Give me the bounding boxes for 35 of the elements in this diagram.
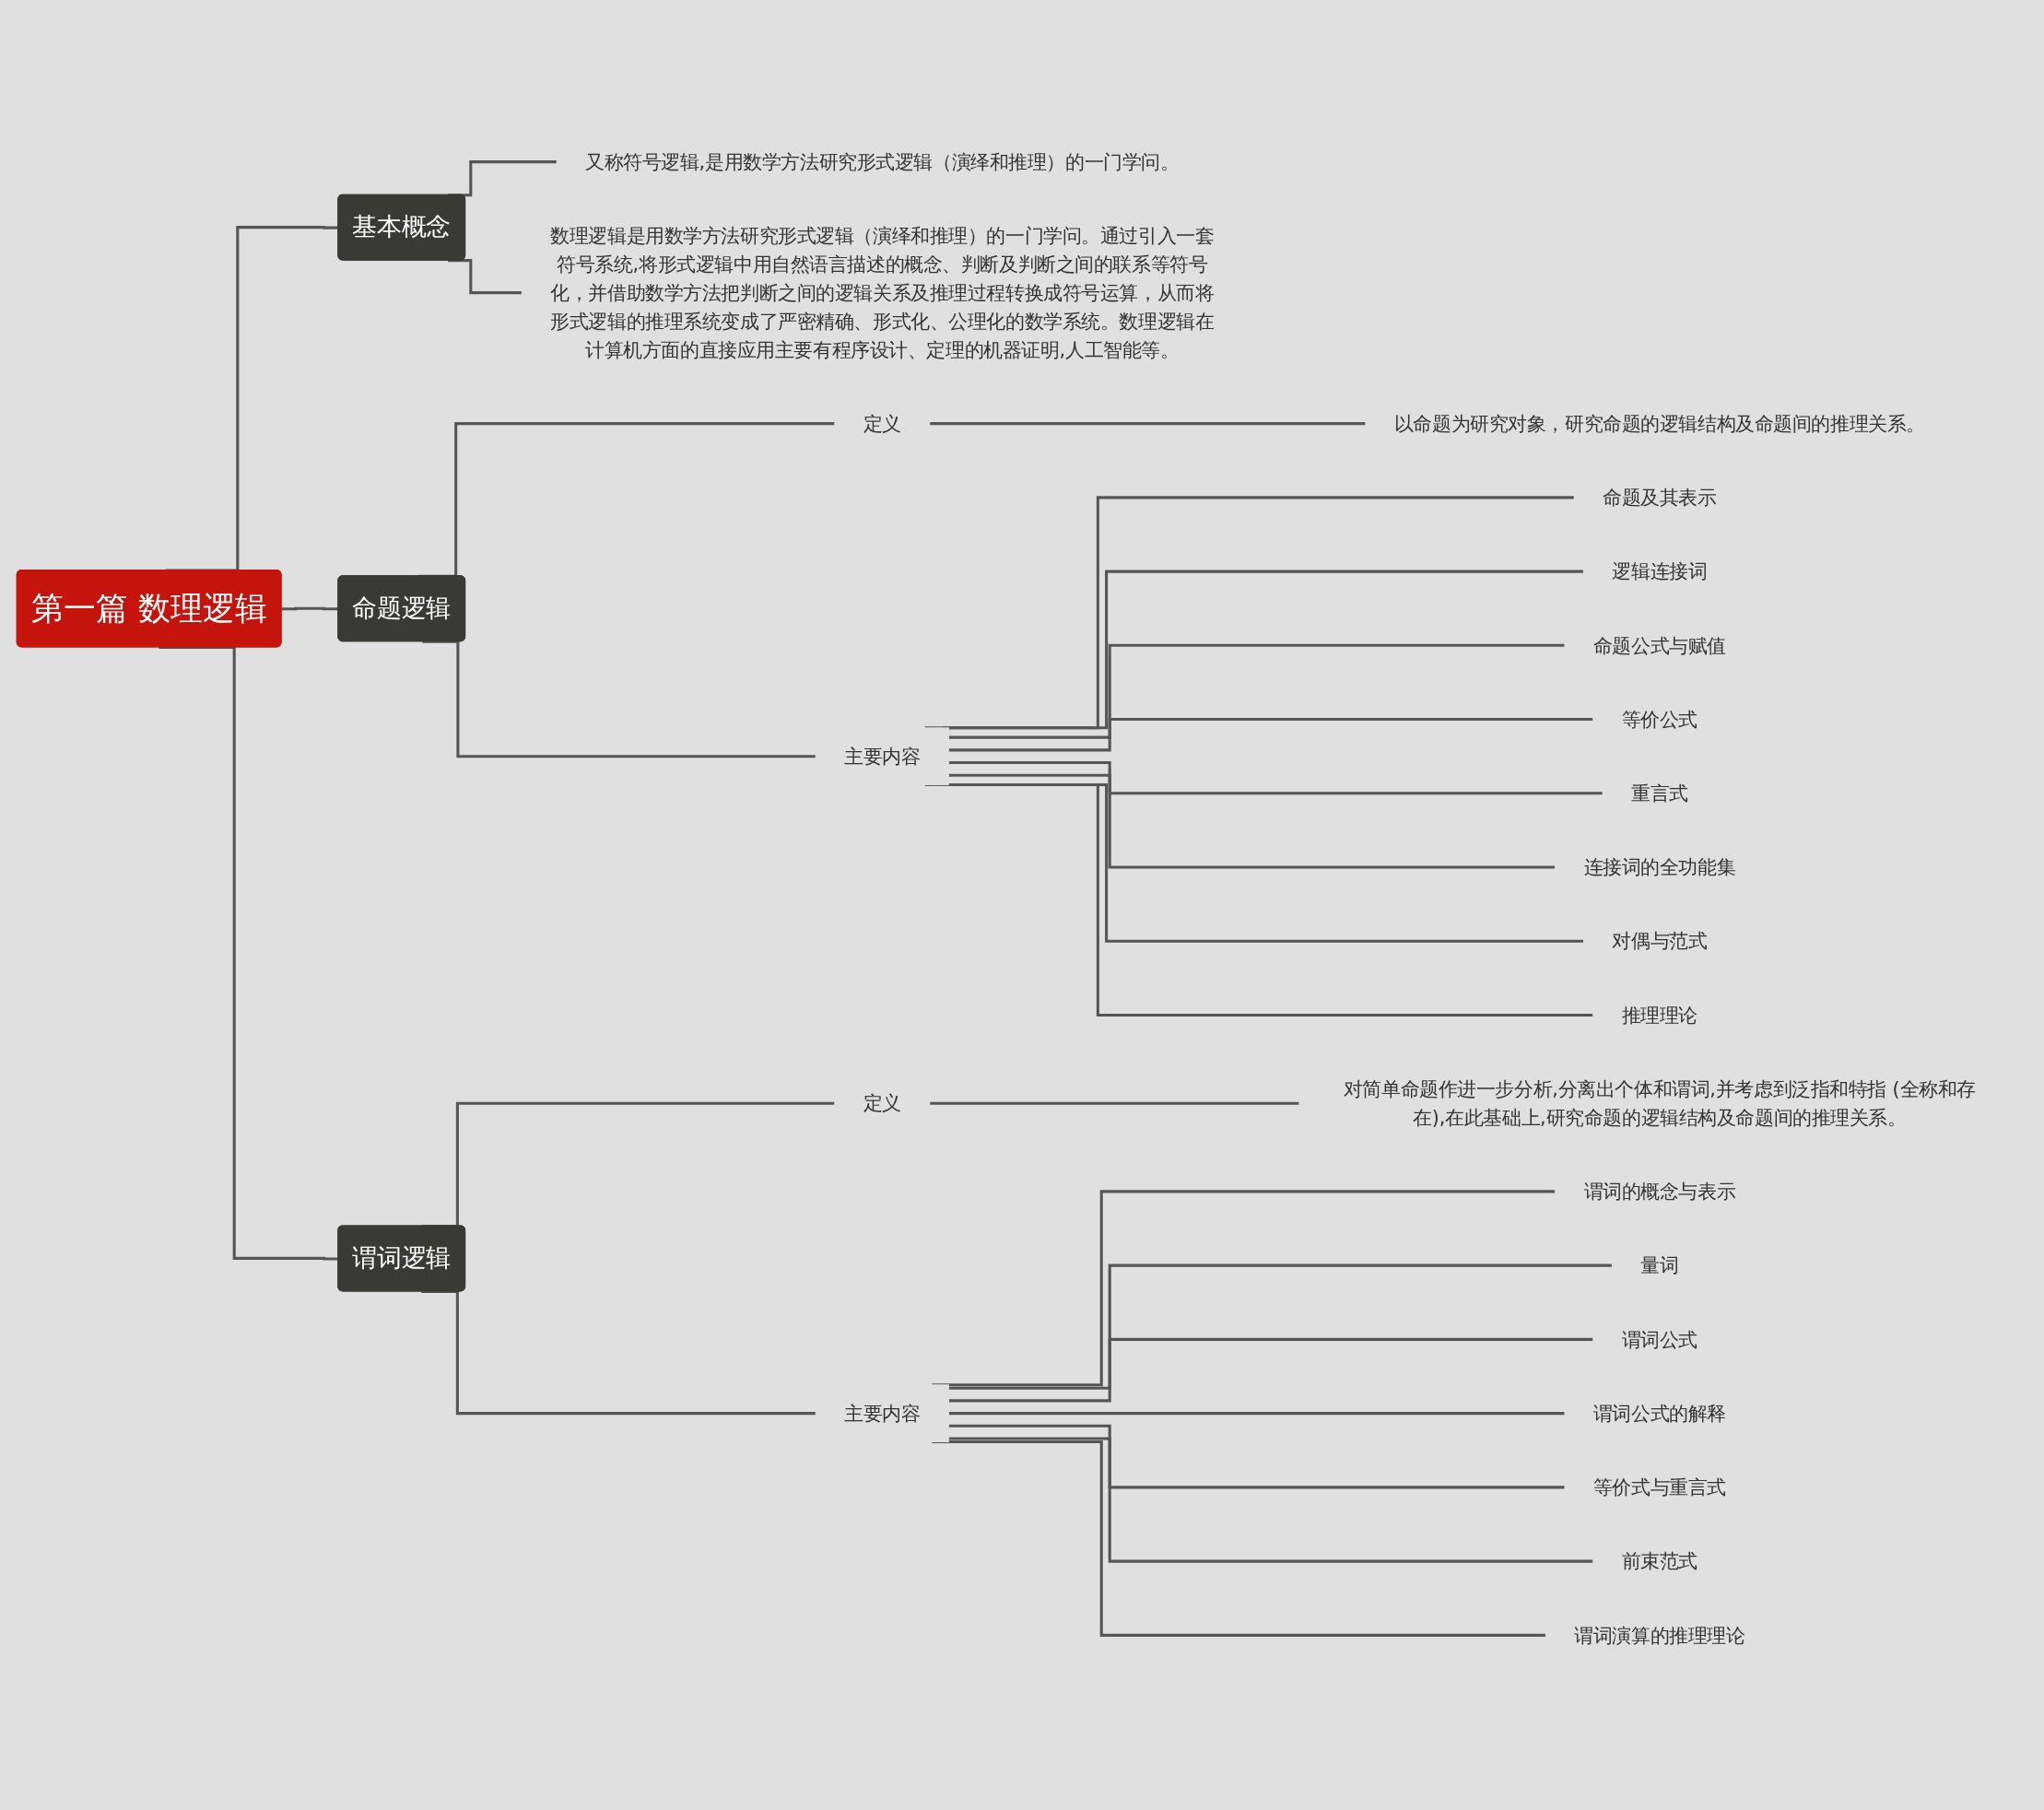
node-text: 命题公式与赋值 [1592, 633, 1726, 657]
connector [422, 640, 816, 758]
connector [948, 1263, 1613, 1390]
node-text: 等价式与重言式 [1592, 1475, 1726, 1499]
node-text: 前束范式 [1621, 1549, 1697, 1573]
connector [948, 773, 1556, 869]
connector [948, 761, 1603, 795]
connector [948, 643, 1565, 739]
connector [929, 1101, 1299, 1105]
node-text: 以命题为研究对象，研究命题的逻辑结构及命题间的推理关系。 [1393, 412, 1925, 435]
connector [948, 1437, 1593, 1563]
node-text: 谓词公式的解释 [1592, 1402, 1726, 1425]
connector [421, 1289, 816, 1416]
connector [948, 1337, 1593, 1403]
node-text: 推理理论 [1621, 1004, 1697, 1027]
connector [948, 1424, 1565, 1489]
node-text: 又称符号逻辑,是用数学方法研究形式逻辑（演绎和推理）的一门学问。 [585, 150, 1180, 174]
node-text: 谓词的概念与表示 [1583, 1180, 1736, 1204]
node-text: 定义 [863, 1091, 901, 1115]
node-text: 逻辑连接词 [1612, 559, 1708, 583]
node-text: 对偶与范式 [1612, 929, 1708, 953]
node-text: 重言式 [1630, 782, 1688, 805]
connector [948, 1412, 1565, 1416]
node-text: 谓词公式 [1621, 1328, 1697, 1351]
node-text: 数理逻辑是用数学方法研究形式逻辑（演绎和推理）的一门学问。通过引入一套符号系统,将形式逻辑中用自然语言描述的概念、判断及判断之间的联系等符号化，并借助数学方法把判断之间的逻辑关系及推理过程转换成符号运算，从而将形式逻辑的推理系统变成了严密精确、形式化、公理化的数学系统。数理逻辑在计算机方面的直接应用主要有程序设计、定理的机器证明,人工智能等。 [550, 224, 1215, 361]
node-text: 定义 [863, 412, 901, 435]
connector [448, 259, 523, 295]
node-text: 谓词演算的推理理论 [1574, 1623, 1745, 1647]
connector [948, 718, 1593, 752]
node-text: 命题及其表示 [1603, 486, 1717, 510]
node-text: 等价公式 [1621, 708, 1697, 731]
node-text: 连接词的全功能集 [1583, 855, 1736, 879]
node-text: 对简单命题作进一步分析,分离出个体和谓词,并考虑到泛指和特指 (全称和存在),在此基础上,研究命题的逻辑结构及命题间的推理关系。 [1343, 1077, 1976, 1129]
connector [929, 422, 1366, 426]
node-text: 量词 [1640, 1253, 1679, 1277]
